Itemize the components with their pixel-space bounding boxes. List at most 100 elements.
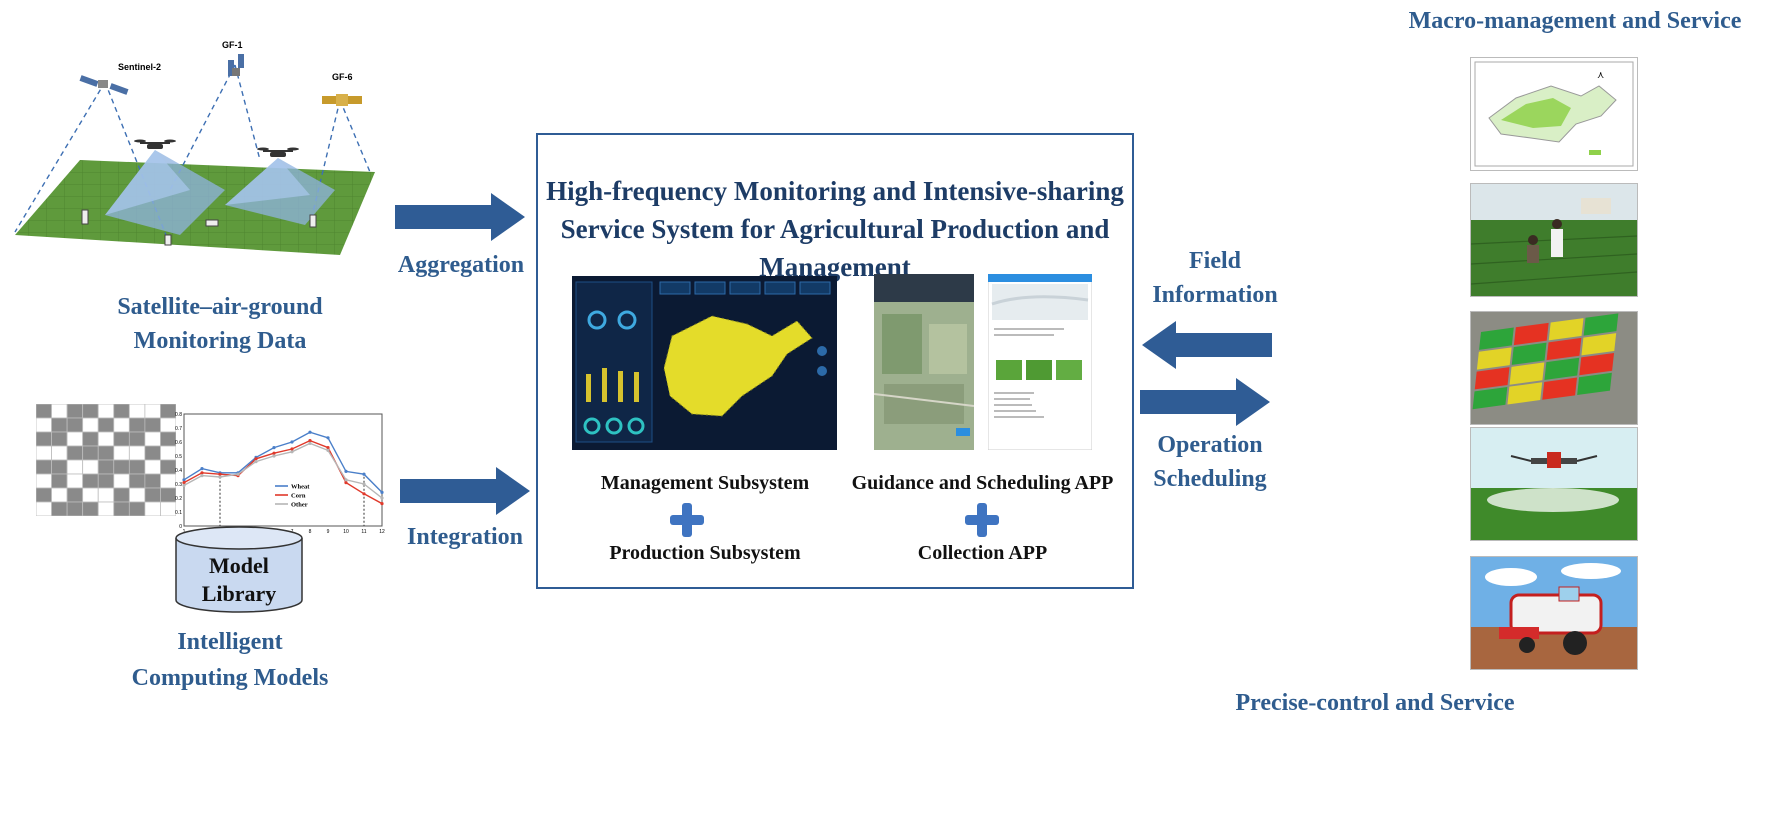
operation-scheduling-arrow: [1140, 378, 1272, 426]
macro-management-caption: Macro-management and Service: [1380, 8, 1770, 35]
y-tick-label: 0.3: [175, 482, 182, 488]
drone-icon: [134, 140, 176, 150]
grid-cell: [98, 404, 114, 418]
crop-grid-heatmap-photo: [1470, 311, 1638, 425]
grid-cell: [67, 404, 83, 418]
caption-line: Monitoring Data: [60, 324, 380, 358]
grid-cell: [52, 502, 68, 516]
grid-cell: [36, 474, 52, 488]
label-line: Information: [1140, 278, 1290, 312]
data-point: [254, 460, 257, 463]
grid-cell: [98, 446, 114, 460]
plus-icon: [965, 503, 999, 537]
svg-text:⋏: ⋏: [1597, 70, 1604, 81]
grid-cell: [36, 446, 52, 460]
x-tick-label: 9: [327, 529, 330, 535]
chart-frame: [184, 414, 382, 526]
aggregation-label: Aggregation: [386, 252, 536, 279]
grid-cell: [67, 502, 83, 516]
grid-cell: [83, 474, 99, 488]
data-point: [218, 473, 221, 476]
grid-cell: [145, 446, 161, 460]
grid-cell: [98, 488, 114, 502]
grid-cell: [98, 474, 114, 488]
data-point: [236, 473, 239, 476]
data-point: [308, 439, 311, 442]
grid-cell: [67, 474, 83, 488]
field-information-label: Field Information: [1140, 244, 1290, 312]
ndvi-line-chart: 00.10.20.30.40.50.60.70.8123456789101112…: [170, 408, 390, 536]
scheduling-app-screenshot: [874, 274, 974, 450]
grid-cell: [145, 488, 161, 502]
integration-label: Integration: [390, 524, 540, 551]
field-information-arrow: [1140, 321, 1272, 369]
grid-cell: [114, 446, 130, 460]
grid-cell: [145, 502, 161, 516]
grid-cell: [114, 460, 130, 474]
grid-cell: [129, 502, 145, 516]
data-point: [200, 467, 203, 470]
operation-scheduling-label: Operation Scheduling: [1135, 428, 1285, 496]
caption-line: Computing Models: [60, 660, 400, 696]
grid-cell: [83, 404, 99, 418]
x-tick-label: 8: [309, 529, 312, 535]
grid-cell: [83, 446, 99, 460]
data-point: [344, 481, 347, 484]
grid-cell: [52, 446, 68, 460]
integration-arrow: [400, 467, 532, 515]
data-point: [272, 454, 275, 457]
legend-label: Wheat: [291, 484, 310, 491]
grid-cell: [52, 432, 68, 446]
collection-app-label: Collection APP: [830, 542, 1135, 565]
grid-cell: [145, 418, 161, 432]
y-tick-label: 0.1: [175, 510, 182, 516]
y-tick-label: 0.8: [175, 412, 182, 418]
grid-cell: [98, 418, 114, 432]
grid-cell: [83, 502, 99, 516]
aggregation-arrow: [395, 193, 527, 241]
grid-cell: [67, 418, 83, 432]
data-point: [344, 470, 347, 473]
spraying-drone-photo: [1470, 427, 1638, 541]
wheat-distribution-map: ⋏: [1470, 57, 1638, 171]
grid-cell: [98, 502, 114, 516]
grid-cell: [36, 502, 52, 516]
monitoring-data-caption: Satellite–air-ground Monitoring Data: [60, 290, 380, 358]
x-tick-label: 10: [343, 529, 349, 535]
system-title: High-frequency Monitoring and Intensive-…: [540, 172, 1130, 286]
grid-cell: [98, 432, 114, 446]
grid-cell: [129, 488, 145, 502]
data-point: [290, 450, 293, 453]
grid-cell: [114, 404, 130, 418]
grid-cell: [83, 432, 99, 446]
data-point: [362, 473, 365, 476]
satellite-icon: [80, 75, 129, 95]
grid-cell: [36, 432, 52, 446]
grid-cell: [83, 488, 99, 502]
field-survey-photo: [1470, 183, 1638, 297]
label-line: Scheduling: [1135, 462, 1285, 496]
grid-cell: [52, 404, 68, 418]
data-point: [290, 440, 293, 443]
harvester-photo: [1470, 556, 1638, 670]
grid-cell: [52, 474, 68, 488]
y-tick-label: 0.4: [175, 468, 182, 474]
grid-cell: [129, 460, 145, 474]
title-line: Service System for Agricultural Producti…: [540, 210, 1130, 248]
label-line: Operation: [1135, 428, 1285, 462]
grid-cell: [52, 460, 68, 474]
y-tick-label: 0.7: [175, 426, 182, 432]
plus-icon: [670, 503, 704, 537]
guidance-scheduling-app-label: Guidance and Scheduling APP: [830, 472, 1135, 495]
grid-cell: [83, 460, 99, 474]
grid-cell: [67, 446, 83, 460]
y-tick-label: 0.5: [175, 454, 182, 460]
grid-cell: [114, 474, 130, 488]
satellite-label: Sentinel-2: [118, 62, 161, 72]
monitoring-scene: Sentinel-2 GF-1 GF-6: [10, 40, 390, 300]
satellite-label: GF-6: [332, 72, 353, 82]
y-tick-label: 0.6: [175, 440, 182, 446]
data-point: [326, 449, 329, 452]
legend-label: Corn: [291, 493, 306, 500]
precise-control-caption: Precise-control and Service: [1195, 690, 1555, 717]
